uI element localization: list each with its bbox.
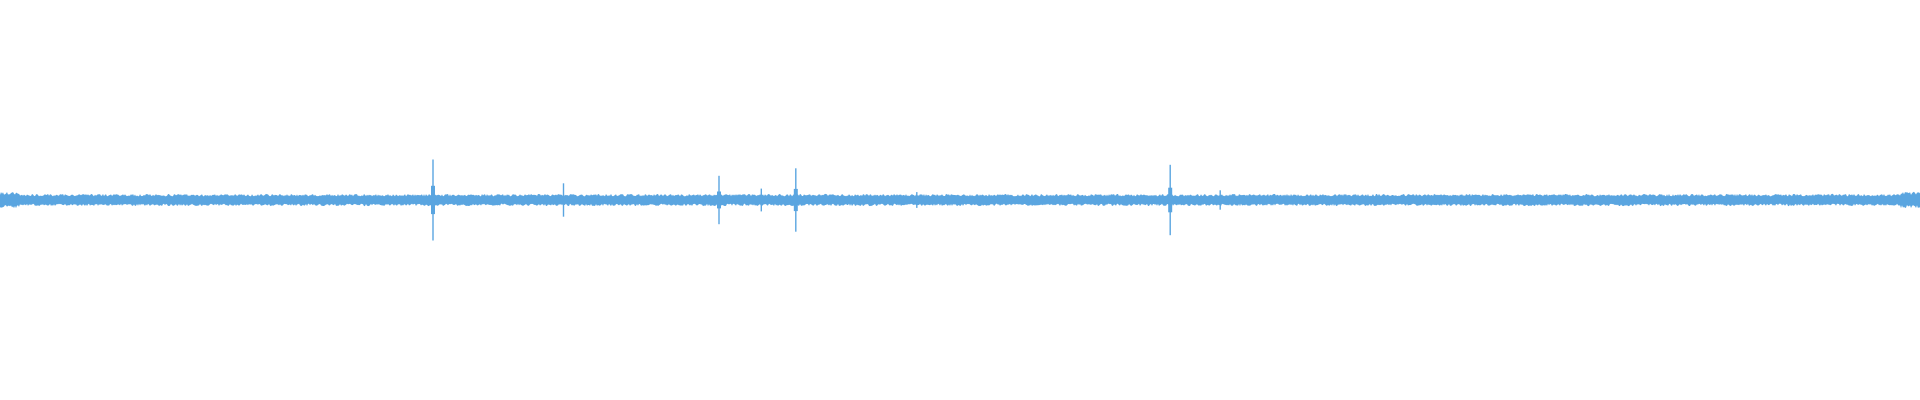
waveform-spikes <box>431 159 1221 241</box>
waveform-peak-core <box>431 185 435 215</box>
waveform-body <box>0 191 1920 209</box>
waveform-peak-core <box>717 191 721 209</box>
waveform-peak-core <box>793 188 798 212</box>
waveform-peak-core <box>1168 187 1173 213</box>
